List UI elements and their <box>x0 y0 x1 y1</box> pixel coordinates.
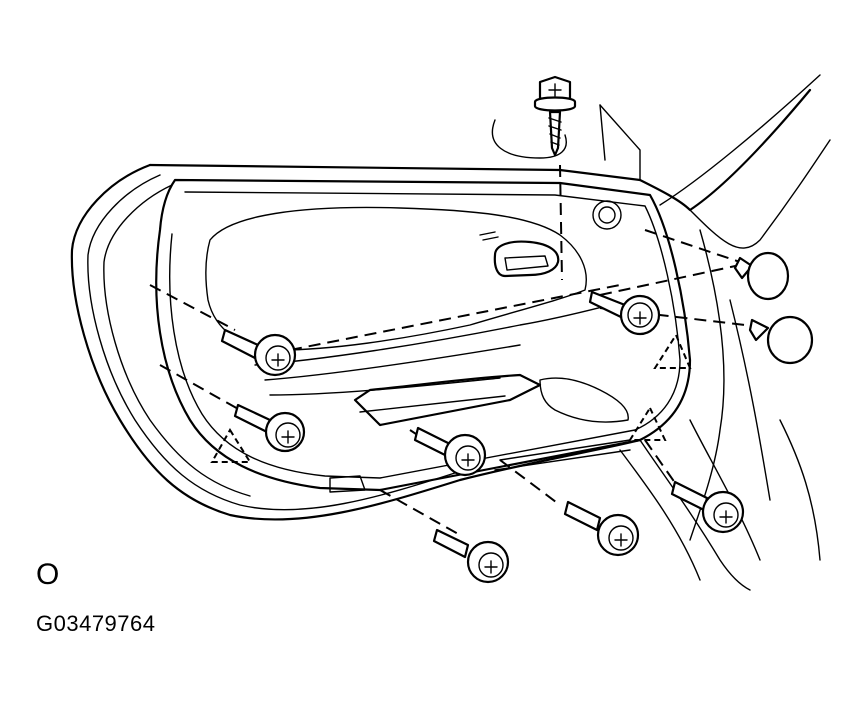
top-screw <box>533 75 577 157</box>
trim-screw-bottom-center <box>563 500 640 557</box>
guide-triangle-left <box>210 428 252 463</box>
clip-lower <box>748 315 814 365</box>
clip-upper <box>733 251 790 301</box>
trim-screw-bottom-left <box>432 528 510 584</box>
trim-screw-left-upper <box>220 328 297 377</box>
armrest <box>329 373 631 493</box>
trim-screw-upper-right <box>588 290 661 336</box>
trim-screw-bottom-right <box>670 480 745 534</box>
trim-screw-left-lower <box>233 403 306 453</box>
trim-screw-center <box>413 426 487 477</box>
view-label: O <box>36 558 60 591</box>
guide-triangle-right-lower <box>628 405 667 441</box>
figure-id: G03479764 <box>36 611 156 636</box>
inside-handle <box>493 240 560 278</box>
guide-triangle-right-upper <box>653 332 692 369</box>
door-frame <box>70 74 831 591</box>
